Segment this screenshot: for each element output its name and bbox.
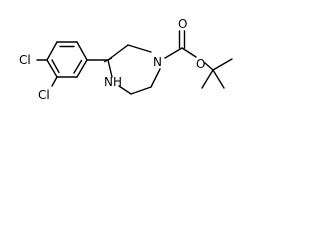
piperazine-ring bbox=[107, 44, 161, 95]
bond-n4-c3 bbox=[107, 59, 113, 78]
bond-c2-n1 bbox=[127, 44, 152, 53]
hash-2 bbox=[103, 57, 113, 63]
bond-c-cl-bottom bbox=[51, 76, 58, 87]
bond-n1-carbonyl bbox=[164, 47, 183, 59]
bond-c3-c2 bbox=[107, 44, 129, 61]
atom-label-nh: NH bbox=[104, 75, 122, 89]
bond-tbu-me1 bbox=[212, 58, 233, 71]
atom-label-cl-bottom: Cl bbox=[38, 88, 50, 102]
atom-label-o-single: O bbox=[196, 57, 205, 71]
atom-label-o-double: O bbox=[178, 17, 187, 31]
bond-n1-c6 bbox=[150, 68, 161, 88]
benzene-ring bbox=[46, 41, 88, 78]
bond-ar-5 bbox=[46, 59, 58, 78]
atom-label-n-ring: N bbox=[153, 55, 162, 69]
bond-tbu-me3 bbox=[201, 69, 214, 89]
bond-ar-inner-2 bbox=[73, 59, 83, 74]
bond-ar-2 bbox=[76, 41, 88, 61]
chemical-structure-diagram: Cl Cl NH N O O bbox=[19, 17, 233, 102]
tert-butyl-group bbox=[201, 58, 233, 89]
bond-carbonyl-o bbox=[181, 47, 197, 58]
atom-label-cl-top: Cl bbox=[19, 53, 31, 67]
bond-c5-n4 bbox=[118, 85, 132, 95]
bond-ar-6 bbox=[46, 41, 58, 61]
bond-ar-3 bbox=[76, 59, 88, 78]
bond-o-tbu bbox=[204, 62, 214, 71]
bond-tbu-me2 bbox=[212, 69, 225, 89]
bond-ar-inner-3 bbox=[51, 59, 60, 74]
stereo-hash-wedge bbox=[103, 57, 113, 63]
bond-c6-c5 bbox=[130, 86, 152, 95]
